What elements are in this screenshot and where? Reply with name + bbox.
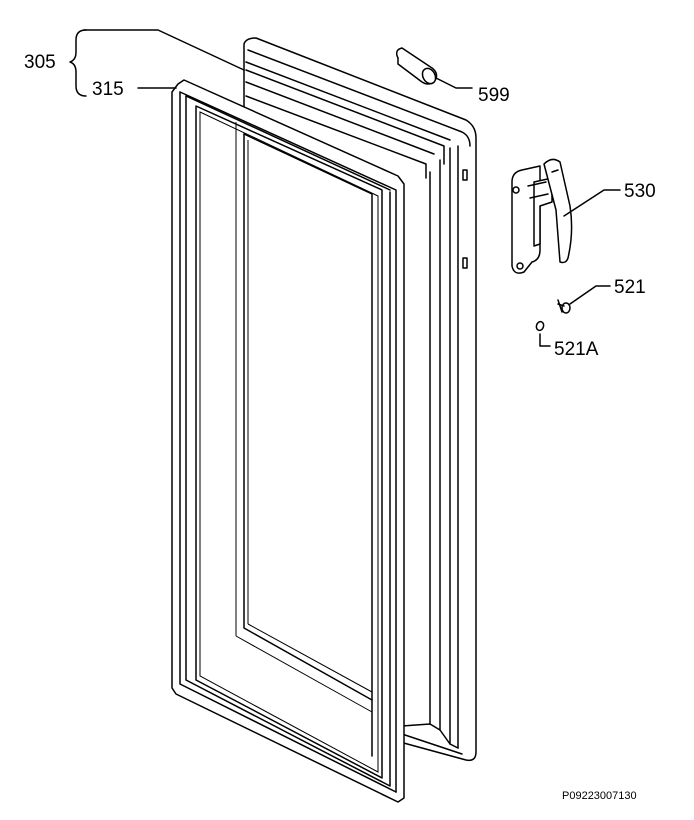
- label-599: 599: [478, 85, 510, 106]
- handle-cap-part: [395, 47, 473, 89]
- door-panel: [243, 37, 477, 762]
- label-305: 305: [24, 52, 56, 73]
- callout-brace-305: [69, 29, 245, 97]
- washer-part: [535, 320, 551, 347]
- label-315: 315: [92, 79, 124, 100]
- screw-part: [557, 285, 611, 314]
- drawing-code: P09223007130: [562, 790, 637, 802]
- hinge-part: [511, 158, 621, 274]
- label-521: 521: [614, 277, 646, 298]
- door-gasket: [171, 79, 405, 803]
- label-521a: 521A: [554, 339, 599, 360]
- label-530: 530: [624, 181, 656, 202]
